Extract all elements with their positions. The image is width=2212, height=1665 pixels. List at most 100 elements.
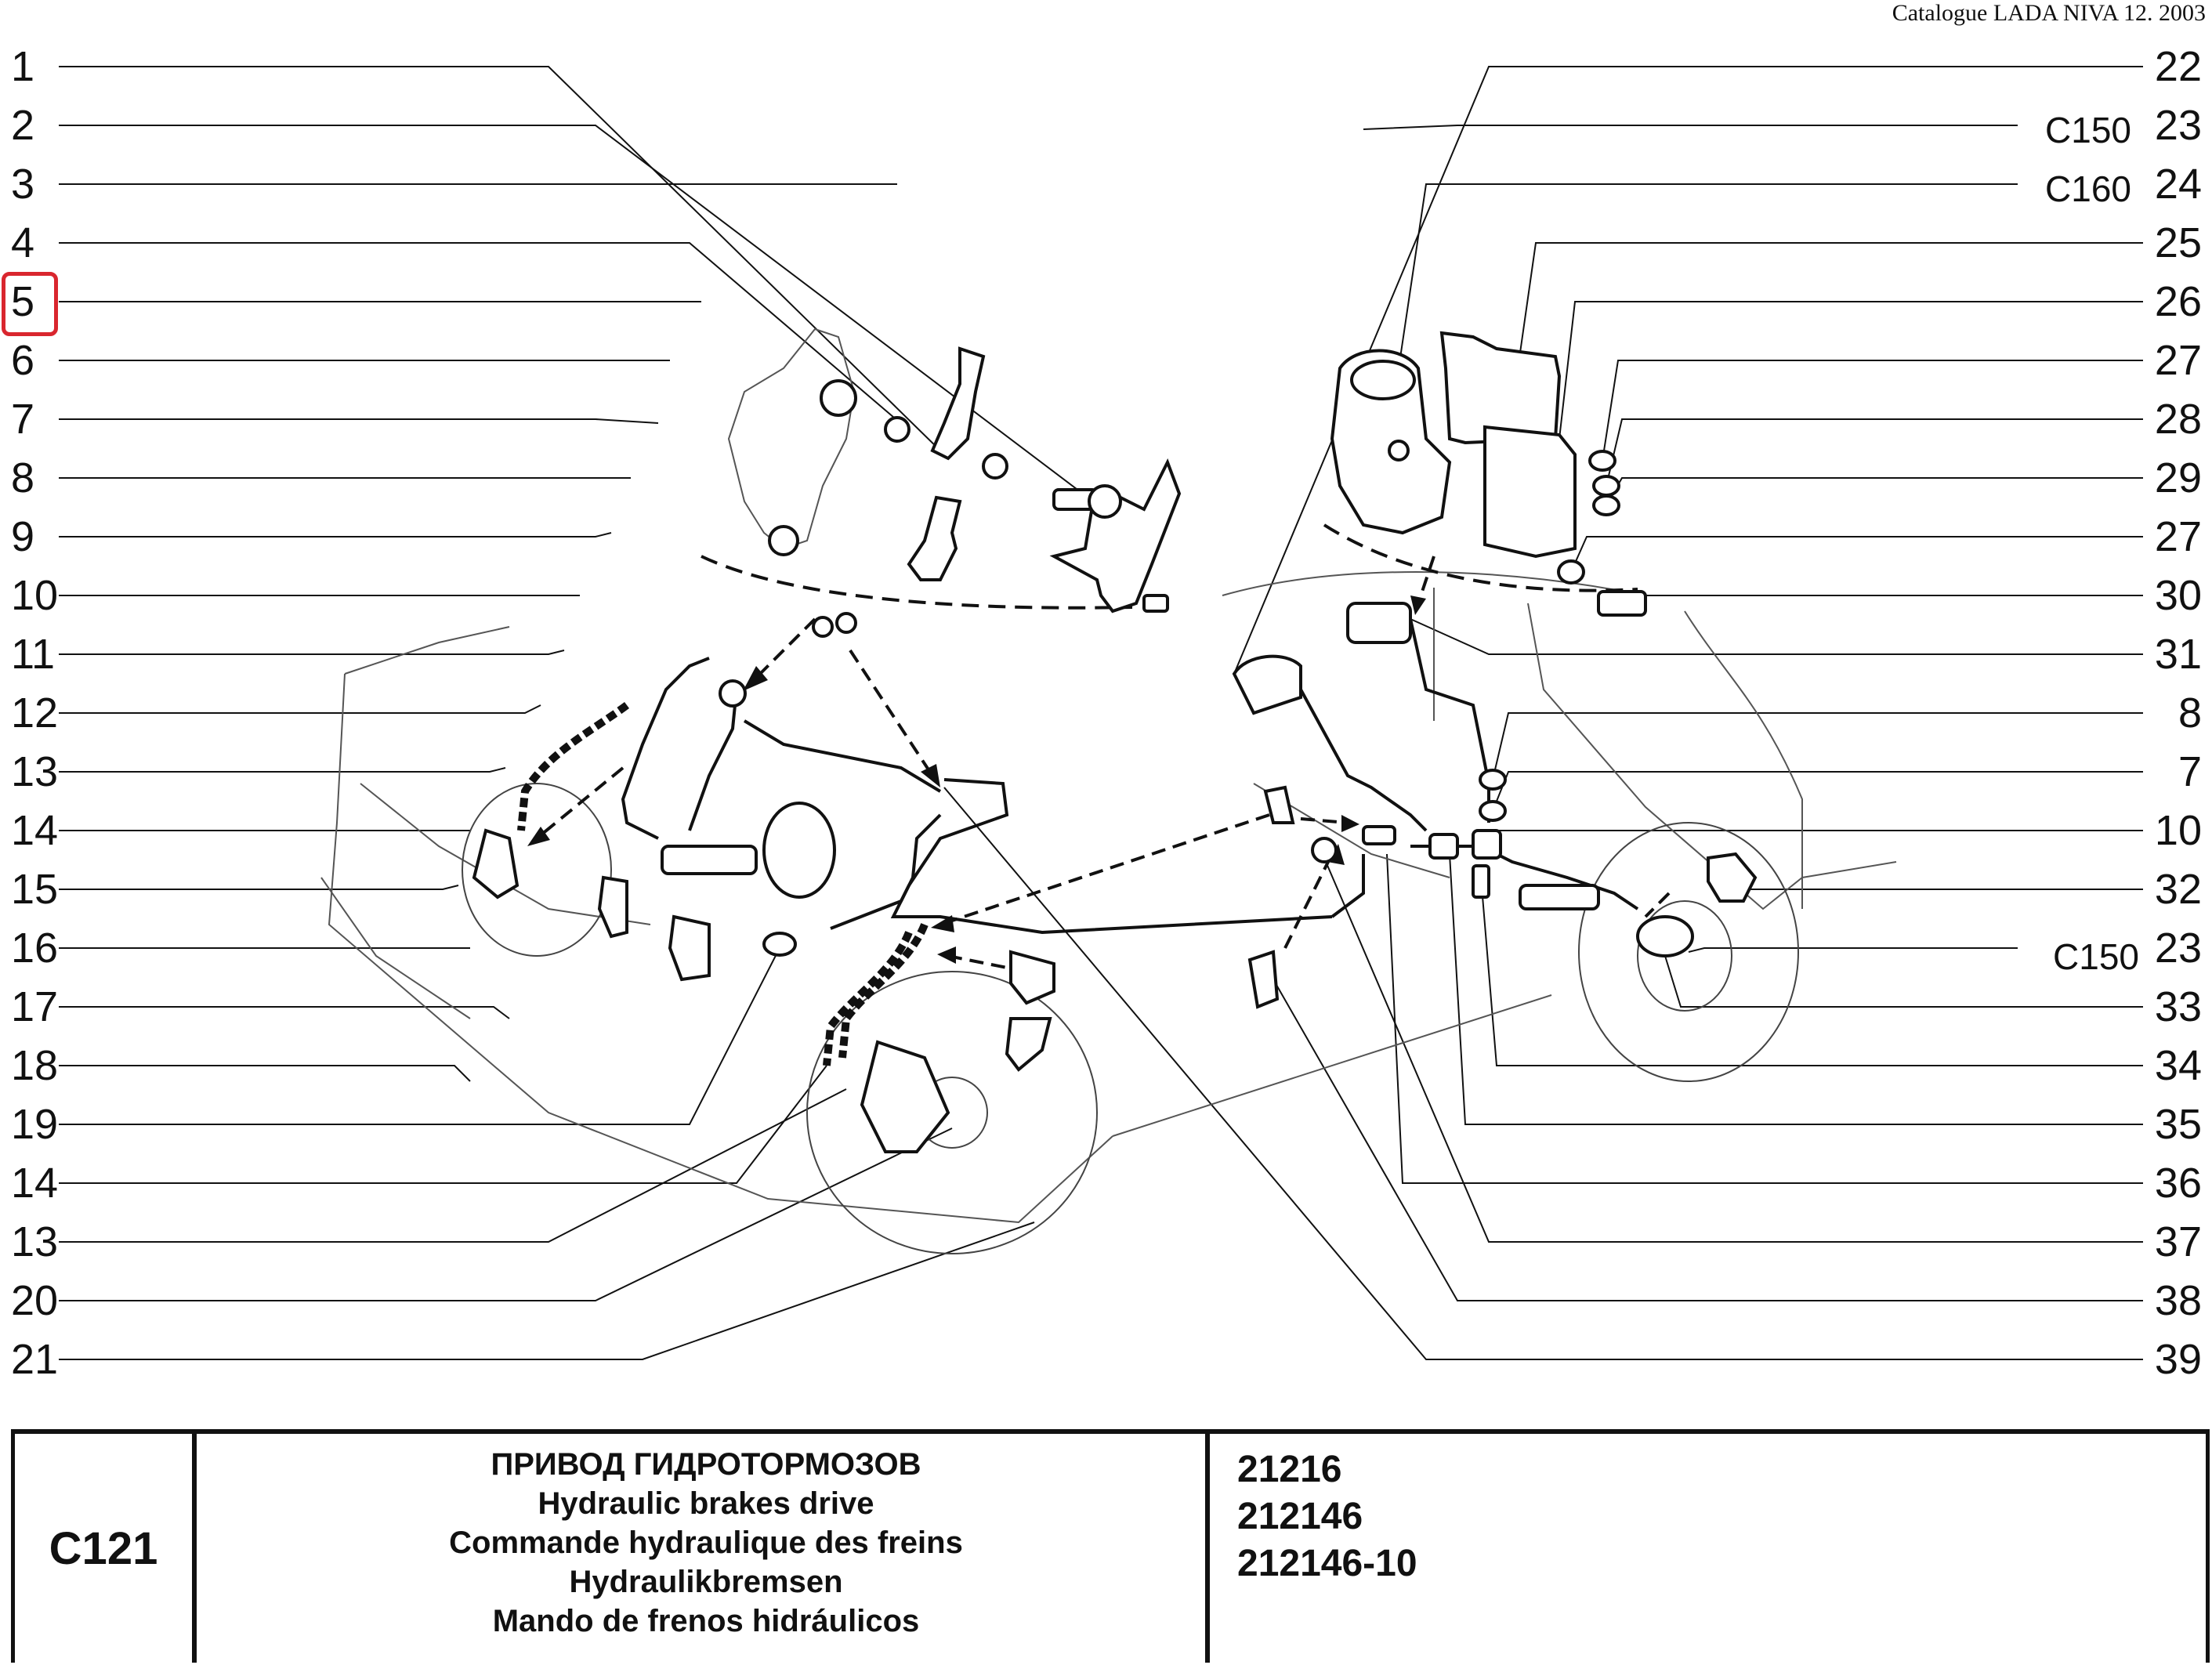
leader-line-left — [59, 1088, 847, 1243]
leader-line-right — [1273, 979, 2143, 1301]
title-spanish: Mando de frenos hidráulicos — [492, 1604, 920, 1638]
callout-number-left: 20 — [11, 1277, 59, 1324]
brake-system-exploded-diagram — [59, 66, 2143, 1360]
leader-line-left — [59, 650, 565, 655]
ref-code-c150-bottom: C150 — [2053, 936, 2139, 977]
wheel-discs — [462, 783, 1799, 1254]
callout-number-right: 38 — [2154, 1277, 2202, 1324]
model-code: 212146-10 — [1237, 1543, 1417, 1584]
callout-number-left: 17 — [11, 983, 59, 1030]
leader-line-left — [59, 418, 659, 424]
title-russian: ПРИВОД ГИДРОТОРМОЗОВ — [491, 1447, 921, 1482]
callout-number-right: 25 — [2154, 219, 2202, 266]
leader-line-left — [59, 1065, 827, 1184]
callout-number-right: 35 — [2154, 1101, 2202, 1148]
leader-line-left — [59, 66, 945, 455]
callout-number-left: 3 — [11, 161, 35, 208]
callout-number-left: 19 — [11, 1101, 59, 1148]
leader-line-right — [1492, 771, 2143, 812]
section-titles: ПРИВОД ГИДРОТОРМОЗОВ Hydraulic brakes dr… — [197, 1445, 1215, 1641]
leader-line-right — [943, 787, 2143, 1360]
leader-line-left — [59, 885, 459, 890]
components — [472, 328, 1758, 1153]
title-english: Hydraulic brakes drive — [538, 1486, 874, 1521]
ref-code-c150-top: C150 — [2045, 110, 2131, 150]
callout-number-left: 13 — [11, 748, 59, 795]
leader-line-right — [1613, 595, 2143, 604]
callout-number-right: 34 — [2154, 1042, 2202, 1089]
flexible-hoses — [517, 701, 929, 1066]
callout-number-left: 16 — [11, 925, 59, 972]
callout-number-right: 23 — [2154, 925, 2202, 972]
title-block: C121 ПРИВОД ГИДРОТОРМОЗОВ Hydraulic brak… — [11, 1429, 2210, 1663]
callout-number-left: 15 — [11, 866, 59, 913]
leader-line-left — [59, 532, 612, 538]
callout-number-right: 39 — [2154, 1336, 2202, 1383]
callout-number-left: 10 — [11, 572, 59, 619]
callout-number-left: 13 — [11, 1218, 59, 1265]
callout-number-right: 29 — [2154, 454, 2202, 501]
callout-number-left: 11 — [11, 631, 56, 678]
callout-number-left: 18 — [11, 1042, 59, 1089]
leader-line-left — [59, 767, 506, 773]
callout-number-right: 22 — [2154, 43, 2202, 90]
leader-line-right — [1606, 418, 2143, 487]
arrow-heads — [527, 595, 1426, 964]
leader-line-left — [59, 1065, 471, 1082]
leader-line-right — [1602, 360, 2143, 461]
callout-number-right: 30 — [2154, 572, 2202, 619]
leader-line-left — [59, 1222, 1035, 1360]
model-code: 212146 — [1237, 1496, 1363, 1537]
callout-number-right: 32 — [2154, 866, 2202, 913]
callout-number-left: 14 — [11, 1160, 59, 1207]
callout-number-left: 5 — [11, 278, 35, 325]
callout-number-left: 1 — [11, 43, 35, 90]
leader-line-right — [1449, 853, 2143, 1125]
leader-line-right — [1570, 536, 2143, 573]
leader-line-left — [59, 1127, 953, 1301]
title-german: Hydraulikbremsen — [569, 1565, 843, 1599]
leader-line-right — [1410, 618, 2143, 655]
dashed-arrows — [535, 556, 1671, 973]
section-code: C121 — [49, 1522, 158, 1574]
leader-line-right — [1519, 242, 2143, 353]
callout-number-right: 7 — [2178, 748, 2202, 795]
ref-code-c160: C160 — [2045, 168, 2131, 209]
callout-number-right: 24 — [2154, 161, 2202, 208]
leader-line-left — [59, 1006, 510, 1019]
callout-number-right: 8 — [2178, 690, 2202, 737]
leader-line-left — [59, 939, 784, 1125]
title-block-divider-2 — [1205, 1434, 1210, 1663]
title-block-divider-1 — [192, 1434, 197, 1663]
leader-line-right — [1492, 712, 2143, 780]
callout-number-left: 8 — [11, 454, 35, 501]
title-french: Commande hydraulique des freins — [449, 1526, 963, 1560]
leader-line-right — [1398, 183, 2018, 369]
callout-number-left: 21 — [11, 1336, 59, 1383]
dashed-separators — [701, 523, 1638, 610]
leader-line-right — [1606, 477, 2143, 506]
callout-number-right: 37 — [2154, 1218, 2202, 1265]
model-code: 21216 — [1237, 1449, 1342, 1490]
callout-number-right: 31 — [2154, 631, 2202, 678]
callout-number-left: 9 — [11, 513, 35, 560]
leader-line-right — [1707, 877, 2143, 890]
callout-number-right: 23 — [2154, 102, 2202, 149]
callout-number-right: 33 — [2154, 983, 2202, 1030]
leader-line-right — [1480, 877, 2143, 1066]
callout-number-right: 10 — [2154, 807, 2202, 854]
leader-line-right — [1363, 125, 2018, 130]
leader-line-left — [59, 125, 1094, 502]
leader-line-right — [1472, 830, 2143, 839]
leader-line-left — [59, 704, 541, 714]
leader-line-right — [1386, 853, 2143, 1184]
callout-number-right: 27 — [2154, 337, 2202, 384]
leader-line-right — [1688, 947, 2018, 953]
callout-number-right: 36 — [2154, 1160, 2202, 1207]
leader-line-right — [1233, 66, 2143, 675]
callout-number-left: 6 — [11, 337, 35, 384]
leader-line-right — [1323, 857, 2143, 1243]
callout-number-right: 27 — [2154, 513, 2202, 560]
leader-line-left — [59, 242, 906, 428]
callout-number-right: 28 — [2154, 396, 2202, 443]
